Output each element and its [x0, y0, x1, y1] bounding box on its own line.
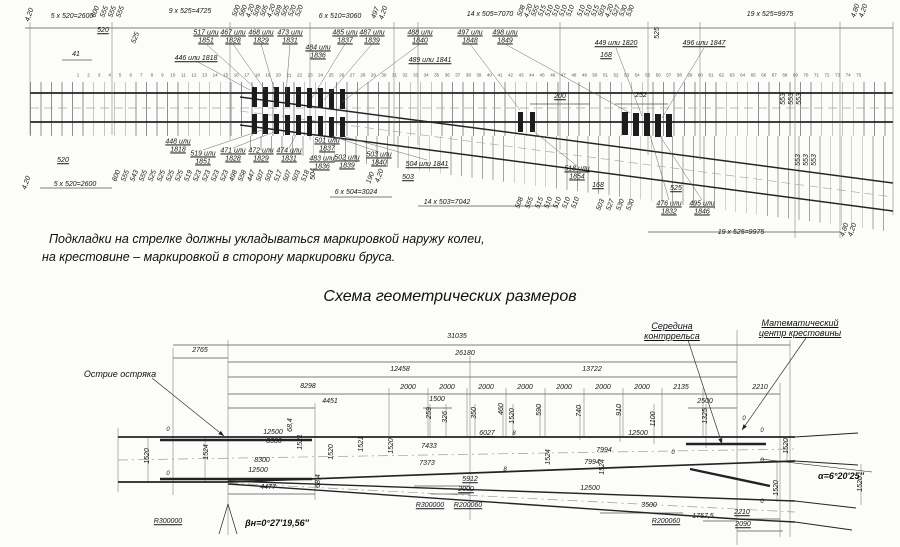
bottom-dim-lines — [173, 344, 790, 532]
label-alpha-angle: α=6°20'25″ — [818, 471, 864, 481]
bottom-rails — [117, 432, 873, 535]
top-witness-lines — [29, 22, 894, 238]
note-text: Подкладки на стрелке должны укладываться… — [42, 232, 485, 265]
label-ostrie-ostryaka: Острие остряка — [83, 369, 157, 379]
label-beta-angle: βн=0°27'19,56″ — [245, 518, 309, 528]
section-title: Схема геометрических размеров — [323, 288, 577, 305]
label-seredina-kontrrelsa: Середина контррельса — [644, 321, 700, 341]
top-rails — [30, 92, 894, 212]
bottom-leader-arrows — [151, 337, 807, 445]
switch-plates — [252, 87, 672, 137]
label-matematicheskiy-centr: Математический центр крестовины — [758, 318, 842, 338]
top-leader-lines — [195, 43, 705, 201]
sleeper-field-main — [30, 82, 893, 136]
top-dim-lines — [25, 27, 893, 233]
